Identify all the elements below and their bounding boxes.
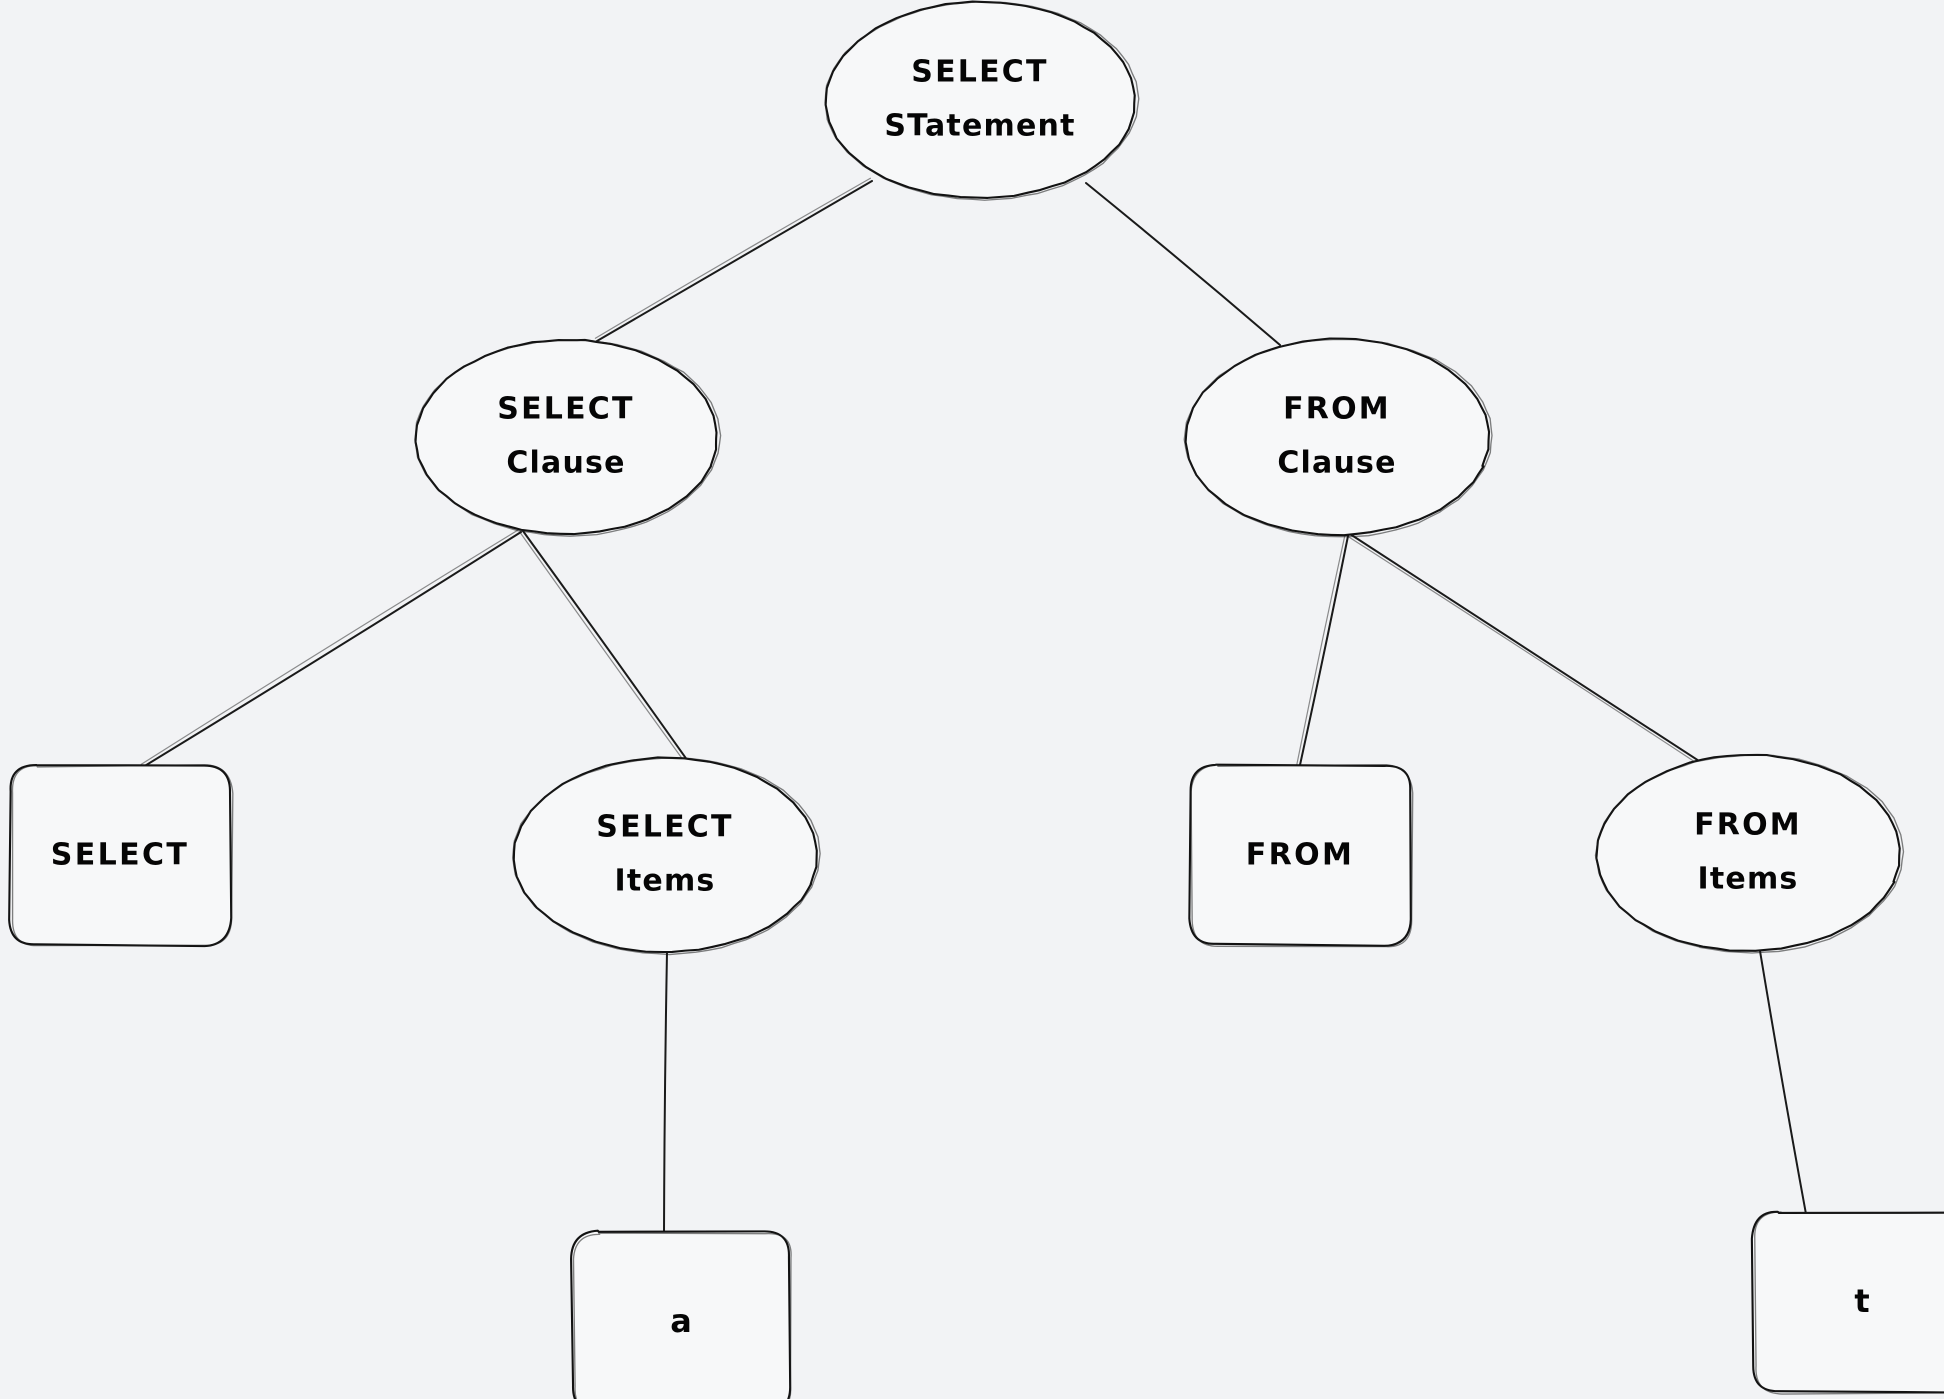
node-select-statement[interactable]: SELECT STatement [824, 0, 1140, 201]
ellipse-outline [512, 756, 818, 954]
edge-stmt-select-clause [594, 177, 873, 342]
rect-outline-secondary [11, 764, 234, 947]
ellipse-outline [824, 0, 1136, 199]
edge-stroke [1299, 535, 1349, 766]
rect-outline-secondary [1754, 1211, 1944, 1395]
nodes-layer: SELECTSTatementSELECTClauseFROMClauseSEL… [8, 0, 1944, 1399]
node-label-line1: SELECT [497, 392, 634, 427]
node-label: a [670, 1302, 692, 1340]
edge-fromitems-t [1759, 950, 1807, 1215]
edge-fromclause-from [1296, 534, 1349, 766]
edge-selectclause-select [140, 528, 522, 768]
node-label-line1: FROM [1283, 392, 1391, 427]
node-from-clause[interactable]: FROM Clause [1183, 337, 1493, 538]
edge-stroke-secondary [519, 532, 688, 767]
ellipse-outline-secondary [512, 757, 821, 956]
edge-stroke [142, 531, 522, 768]
node-label: SELECT [51, 838, 190, 873]
ellipse-outline-secondary [824, 0, 1140, 201]
edge-stroke-secondary [1347, 536, 1715, 776]
node-label: FROM [1246, 838, 1355, 873]
node-table-t[interactable]: t [1750, 1210, 1944, 1395]
edge-stroke-secondary [1296, 534, 1346, 765]
edge-stroke [596, 180, 873, 342]
edge-stroke [1759, 950, 1807, 1215]
ellipse-outline-secondary [1594, 754, 1905, 954]
edge-stroke [522, 530, 691, 765]
node-select-clause[interactable]: SELECT Clause [414, 338, 722, 537]
edge-selectclause-items [519, 530, 691, 767]
node-label-line2: Items [1698, 862, 1799, 897]
rect-outline [570, 1229, 792, 1399]
edge-fromclause-items [1347, 533, 1717, 776]
rect-outline-secondary [572, 1232, 792, 1399]
edge-selectitems-a [663, 951, 668, 1234]
ellipse-outline [414, 338, 718, 536]
node-label-line1: SELECT [911, 55, 1048, 90]
node-label-line2: Clause [506, 446, 625, 481]
node-select-items[interactable]: SELECT Items [512, 756, 821, 956]
node-label: t [1854, 1282, 1869, 1320]
ellipse-outline-secondary [414, 339, 722, 537]
edge-stroke [1085, 182, 1281, 346]
edge-stroke [663, 951, 668, 1234]
rect-outline-secondary [1190, 764, 1414, 948]
node-from-terminal[interactable]: FROM [1188, 763, 1414, 948]
edge-stroke [1349, 533, 1717, 773]
node-label-line1: SELECT [596, 810, 733, 845]
node-from-items[interactable]: FROM Items [1594, 753, 1905, 954]
ellipse-outline-secondary [1183, 338, 1493, 538]
edge-stroke-secondary [140, 528, 520, 765]
node-label-line2: STatement [884, 109, 1075, 144]
edge-stroke-secondary [594, 177, 871, 339]
node-column-a[interactable]: a [570, 1229, 792, 1399]
node-label-line2: Items [615, 864, 716, 899]
rect-outline [1750, 1210, 1944, 1394]
edges-layer [140, 177, 1807, 1234]
node-label-line2: Clause [1277, 446, 1396, 481]
node-label-line1: FROM [1694, 808, 1802, 843]
node-select-terminal[interactable]: SELECT [8, 764, 234, 948]
edge-stmt-from-clause [1085, 182, 1281, 346]
